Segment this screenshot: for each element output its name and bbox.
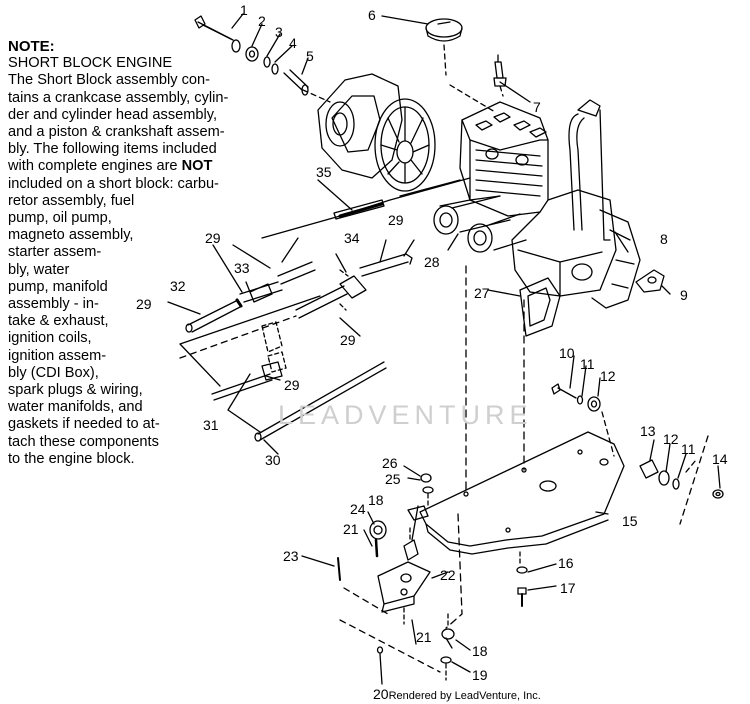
callout-15: 15	[622, 513, 638, 529]
callout-10: 10	[559, 345, 575, 361]
spark-plug-wire	[568, 99, 611, 241]
note-line: tach these components	[8, 433, 159, 450]
callout-6: 6	[368, 7, 376, 23]
callout-29-c: 29	[136, 296, 152, 312]
callout-19: 19	[472, 667, 488, 683]
callout-8: 8	[660, 231, 668, 247]
hose-assembly	[179, 253, 413, 442]
callout-31: 31	[203, 417, 219, 433]
callout-21-upper: 21	[343, 521, 359, 537]
callout-22: 22	[440, 567, 456, 583]
note-line: included on a short block: carbu-	[8, 175, 219, 192]
callout-2: 2	[258, 13, 266, 29]
washer-part-2	[231, 39, 241, 53]
callout-29-d: 29	[340, 332, 356, 348]
callout-25: 25	[385, 471, 401, 487]
note-line: assembly - in-	[8, 296, 99, 313]
render-credit: Rendered by LeadVenture, Inc.	[388, 690, 541, 702]
watermark: LEADVENTURE	[278, 400, 533, 430]
note-line: gaskets if needed to at-	[8, 416, 160, 433]
note-line: and a piston & crankshaft assem-	[8, 124, 225, 141]
callout-33: 33	[234, 260, 250, 276]
callout-34: 34	[344, 230, 360, 246]
washers-part-4	[263, 56, 279, 75]
callout-24: 24	[350, 501, 366, 517]
callout-1: 1	[240, 2, 248, 18]
callout-30: 30	[265, 452, 281, 468]
note-line: bly. The following items included	[8, 141, 217, 158]
callout-4: 4	[289, 35, 297, 51]
bolt-part-1	[194, 15, 234, 41]
nut-part-3	[245, 46, 259, 62]
callout-12-lower: 12	[663, 431, 679, 447]
callout-17: 17	[560, 580, 576, 596]
note-line: pump, manifold	[8, 278, 108, 295]
note-line: ignition coils,	[8, 330, 92, 347]
callout-21-lower: 21	[416, 629, 432, 645]
note-line: starter assem-	[8, 244, 102, 261]
callout-35: 35	[316, 164, 332, 180]
mount-bracket-part-22	[337, 473, 528, 685]
cover-part-9	[635, 269, 665, 293]
callout-11-lower: 11	[681, 441, 696, 457]
skid-plate-part-15	[407, 431, 625, 555]
fasteners-10-14	[551, 383, 724, 525]
recoil-starter-assembly	[317, 73, 436, 192]
bracket-part-27	[519, 277, 561, 337]
callout-29-a: 29	[205, 230, 221, 246]
note-line-with-emphasis: with complete engines are NOT	[8, 158, 256, 175]
callout-11-upper: 11	[580, 356, 595, 372]
note-line: magneto assembly,	[8, 227, 134, 244]
callout-16: 16	[558, 555, 574, 571]
spacer-part-5	[283, 69, 309, 96]
carburetors-part-28	[433, 195, 527, 253]
callout-13: 13	[640, 423, 656, 439]
callout-18-upper: 18	[368, 492, 384, 508]
callout-27: 27	[474, 285, 490, 301]
note-emphasis: NOT	[181, 158, 213, 175]
note-line: take & exhaust,	[8, 313, 109, 330]
note-line: ignition assem-	[8, 347, 107, 364]
callout-29-b: 29	[388, 212, 404, 228]
callout-23: 23	[283, 548, 299, 564]
engine-block	[459, 101, 641, 309]
callout-labels: 1 2 3 4 5 6 7 8 9 10 11 11 12 12 13 14 1…	[136, 2, 728, 683]
note-line: to the engine block.	[8, 450, 135, 467]
callout-28: 28	[424, 254, 440, 270]
note-line: spark plugs & wiring,	[8, 382, 143, 399]
page-number: 20	[373, 686, 389, 702]
callout-18-lower: 18	[472, 643, 488, 659]
callout-12-upper: 12	[600, 368, 616, 384]
callout-32: 32	[170, 278, 186, 294]
note-panel: NOTE: SHORT BLOCK ENGINE The Short Block…	[8, 38, 256, 468]
callout-3: 3	[275, 24, 283, 40]
throttle-cable-part-35	[261, 177, 471, 239]
callout-26: 26	[382, 455, 398, 471]
note-line: water manifolds, and	[8, 399, 143, 416]
cap-part-6	[425, 18, 463, 42]
note-line: bly (CDI Box),	[8, 364, 99, 381]
note-line: retor assembly, fuel	[8, 192, 135, 209]
note-line: tains a crankcase assembly, cylin-	[8, 89, 229, 106]
page-footer: 20Rendered by LeadVenture, Inc.	[373, 686, 541, 702]
note-line-text: with complete engines are	[8, 158, 178, 175]
callout-29-e: 29	[284, 377, 300, 393]
spark-plug-part-7	[493, 54, 507, 87]
note-line: The Short Block assembly con-	[8, 72, 210, 89]
note-line: der and cylinder head assembly,	[8, 106, 218, 123]
note-heading: NOTE:	[8, 38, 55, 55]
callout-9: 9	[680, 287, 688, 303]
note-line: bly, water	[8, 261, 70, 278]
callout-7: 7	[533, 99, 541, 115]
callout-14: 14	[712, 451, 728, 467]
callout-5: 5	[306, 48, 314, 64]
note-line: SHORT BLOCK ENGINE	[8, 55, 173, 72]
note-line: pump, oil pump,	[8, 210, 112, 227]
